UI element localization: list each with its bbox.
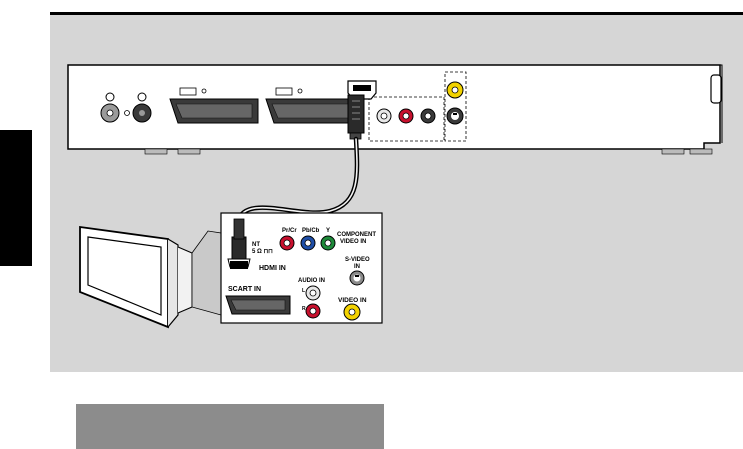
pr-cr-label: Pr/Cr [282, 228, 297, 234]
top-rule [50, 12, 743, 15]
rca-jack-icon [446, 81, 464, 99]
rca-jack-icon [420, 108, 436, 124]
svideo-label-line-1: S-VIDEO [345, 257, 370, 263]
video-in-label: VIDEO IN [338, 297, 367, 304]
connection-diagram: NT 5 Ω ⊓⊓ HDMI IN Pr/Cr Pb/Cb Y COMPONEN… [50, 15, 743, 372]
component-label-line-2: VIDEO IN [340, 239, 366, 245]
antenna-icon [100, 92, 152, 123]
rca-jack-icon [279, 235, 295, 251]
y-label: Y [326, 228, 330, 234]
scart-connector-icon [169, 87, 259, 124]
tv-icon [79, 225, 222, 329]
recorder-rear-panel [67, 64, 723, 155]
antenna-label-line-1: NT [252, 242, 260, 248]
hdmi-connector-icon [227, 218, 251, 269]
scart-in-label: SCART IN [228, 286, 261, 293]
scart-connector-icon [225, 295, 291, 315]
audio-l-label: L [302, 288, 305, 294]
rca-jack-icon [343, 303, 361, 321]
audio-in-label: AUDIO IN [298, 278, 325, 284]
audio-r-label: R [302, 306, 306, 312]
tv-connection-panel: NT 5 Ω ⊓⊓ HDMI IN Pr/Cr Pb/Cb Y COMPONEN… [220, 212, 383, 324]
component-label-line-1: COMPONENT [337, 232, 376, 238]
pb-cb-label: Pb/Cb [302, 228, 320, 234]
rca-jack-icon [300, 235, 316, 251]
hdmi-connector-icon [347, 80, 377, 140]
svideo-label-line-2: IN [354, 264, 360, 270]
hdmi-in-label: HDMI IN [259, 265, 286, 272]
rca-jack-icon [398, 108, 414, 124]
svideo-jack-icon [446, 107, 464, 125]
rca-jack-icon [376, 108, 392, 124]
caption-box [76, 404, 384, 449]
side-tab [0, 130, 32, 266]
diagram-illustration: NT 5 Ω ⊓⊓ HDMI IN Pr/Cr Pb/Cb Y COMPONEN… [67, 64, 723, 329]
antenna-label-line-2: 5 Ω ⊓⊓ [252, 249, 273, 255]
rca-jack-icon [320, 235, 336, 251]
rca-jack-icon [305, 285, 321, 301]
svideo-jack-icon [349, 270, 365, 286]
rca-jack-icon [305, 303, 321, 319]
power-socket-icon [710, 74, 722, 104]
